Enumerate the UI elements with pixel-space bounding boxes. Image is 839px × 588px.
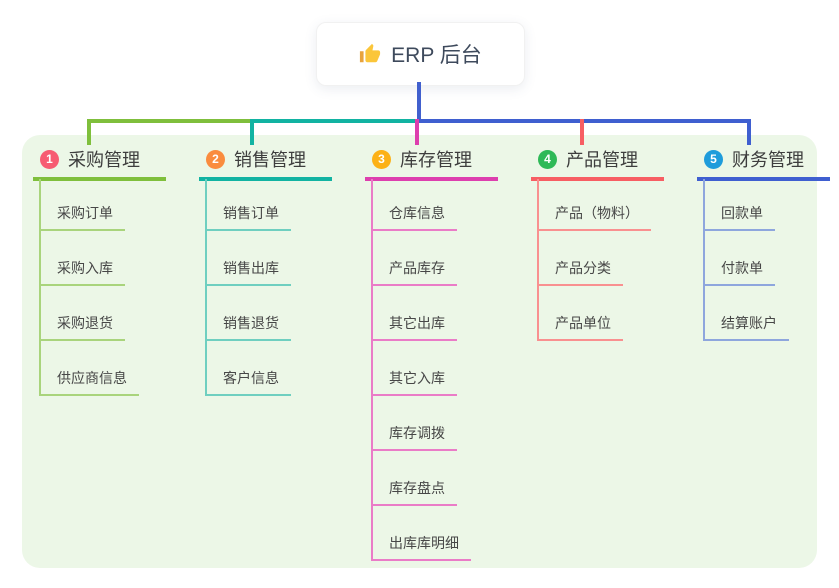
child-label: 库存盘点 — [389, 480, 445, 496]
child-label: 回款单 — [721, 205, 763, 221]
child-node[interactable]: 库存调拨 — [371, 423, 457, 451]
child-node[interactable]: 其它出库 — [371, 313, 457, 341]
child-node[interactable]: 采购退货 — [39, 313, 125, 341]
child-node[interactable]: 产品单位 — [537, 313, 623, 341]
root-connector-line — [417, 82, 421, 123]
branch-drop-line-5 — [747, 119, 751, 145]
child-node[interactable]: 销售出库 — [205, 258, 291, 286]
branch-number-badge: 5 — [704, 149, 723, 169]
child-label: 产品分类 — [555, 260, 611, 276]
mindmap-panel — [22, 135, 817, 568]
branch-drop-line-4 — [580, 119, 584, 145]
child-label: 其它出库 — [389, 315, 445, 331]
branch-number-badge: 2 — [206, 149, 225, 169]
branch-title: 产品管理 — [566, 150, 638, 170]
children-connector-line-5 — [703, 179, 705, 341]
children-connector-line-4 — [537, 179, 539, 341]
child-label: 库存调拨 — [389, 425, 445, 441]
child-node[interactable]: 其它入库 — [371, 368, 457, 396]
child-label: 销售退货 — [223, 315, 279, 331]
branch-label-5[interactable]: 5 财务管理 — [697, 145, 830, 181]
branch-title: 库存管理 — [400, 150, 472, 170]
child-node[interactable]: 采购订单 — [39, 203, 125, 231]
children-connector-line-2 — [205, 179, 207, 396]
child-node[interactable]: 供应商信息 — [39, 368, 139, 396]
child-label: 销售出库 — [223, 260, 279, 276]
root-title: ERP 后台 — [391, 44, 482, 67]
child-label: 结算账户 — [721, 315, 777, 331]
child-label: 付款单 — [721, 260, 763, 276]
bus-line-branch-2 — [250, 119, 421, 123]
child-node[interactable]: 付款单 — [703, 258, 775, 286]
child-label: 出库库明细 — [389, 535, 459, 551]
children-connector-line-1 — [39, 179, 41, 396]
branch-title: 财务管理 — [732, 150, 804, 170]
branch-label-1[interactable]: 1 采购管理 — [33, 145, 166, 181]
child-label: 产品（物料） — [555, 205, 639, 221]
child-node[interactable]: 结算账户 — [703, 313, 789, 341]
child-label: 产品单位 — [555, 315, 611, 331]
child-label: 采购入库 — [57, 260, 113, 276]
branch-number-badge: 1 — [40, 149, 59, 169]
child-label: 供应商信息 — [57, 370, 127, 386]
child-node[interactable]: 仓库信息 — [371, 203, 457, 231]
branch-label-2[interactable]: 2 销售管理 — [199, 145, 332, 181]
child-label: 销售订单 — [223, 205, 279, 221]
child-label: 其它入库 — [389, 370, 445, 386]
branch-drop-line-2 — [250, 119, 254, 145]
children-connector-line-3 — [371, 179, 373, 561]
branch-label-3[interactable]: 3 库存管理 — [365, 145, 498, 181]
child-node[interactable]: 产品（物料） — [537, 203, 651, 231]
child-node[interactable]: 产品库存 — [371, 258, 457, 286]
child-label: 采购订单 — [57, 205, 113, 221]
child-label: 客户信息 — [223, 370, 279, 386]
child-label: 采购退货 — [57, 315, 113, 331]
child-node[interactable]: 客户信息 — [205, 368, 291, 396]
branch-drop-line-3 — [415, 119, 419, 145]
thumbs-up-icon — [359, 43, 381, 65]
child-label: 仓库信息 — [389, 205, 445, 221]
child-node[interactable]: 产品分类 — [537, 258, 623, 286]
child-label: 产品库存 — [389, 260, 445, 276]
branch-number-badge: 3 — [372, 149, 391, 169]
branch-label-4[interactable]: 4 产品管理 — [531, 145, 664, 181]
child-node[interactable]: 出库库明细 — [371, 533, 471, 561]
child-node[interactable]: 采购入库 — [39, 258, 125, 286]
branch-title: 销售管理 — [234, 150, 306, 170]
branch-drop-line-1 — [87, 119, 91, 145]
child-node[interactable]: 回款单 — [703, 203, 775, 231]
root-node[interactable]: ERP 后台 — [316, 22, 525, 86]
branch-number-badge: 4 — [538, 149, 557, 169]
child-node[interactable]: 库存盘点 — [371, 478, 457, 506]
child-node[interactable]: 销售退货 — [205, 313, 291, 341]
branch-title: 采购管理 — [68, 150, 140, 170]
child-node[interactable]: 销售订单 — [205, 203, 291, 231]
